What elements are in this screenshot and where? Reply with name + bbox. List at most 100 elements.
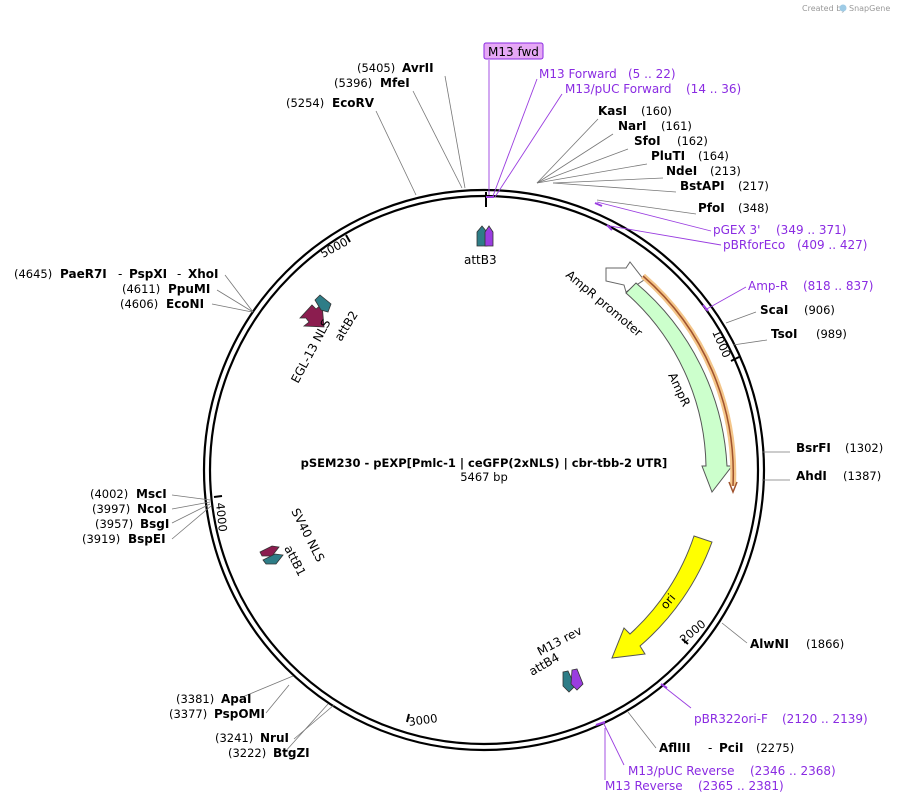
primer-pbrforeco: pBRforEco [723, 238, 785, 252]
enzyme-leader-lines [171, 75, 790, 754]
enzyme-labels: (5405) AvrII (5396) MfeI (5254) EcoRV Ka… [14, 61, 883, 760]
pos-ahdi: (1387) [843, 469, 881, 483]
primer-m13-puc-reverse-range: (2346 .. 2368) [750, 764, 836, 778]
enzyme-afliii: AflIII [659, 741, 691, 755]
pos-apai: (3381) [176, 692, 214, 706]
primer-pgex3-range: (349 .. 371) [776, 223, 846, 237]
enzyme-ncoi: NcoI [137, 502, 167, 516]
pos-mfei: (5396) [334, 76, 372, 90]
pos-pspomi: (3377) [169, 707, 207, 721]
primer-m13-reverse-range: (2365 .. 2381) [698, 779, 784, 793]
primer-leader-lines [488, 60, 747, 780]
enzyme-btgzi: BtgZI [273, 746, 310, 760]
pos-pluti: (164) [698, 149, 729, 163]
primer-m13-puc-forward-range: (14 .. 36) [686, 82, 741, 96]
enzyme-mfei: MfeI [380, 76, 410, 90]
primer-pbr322ori-f: pBR322ori-F [694, 712, 768, 726]
plasmid-length: 5467 bp [460, 470, 508, 484]
attb4-feature [562, 668, 584, 693]
label-m13-rev: M13 rev [535, 623, 584, 658]
pos-ppumi: (4611) [122, 282, 160, 296]
enzyme-sfoi: SfoI [634, 134, 661, 148]
ori-feature [611, 535, 713, 659]
primer-m13-reverse: M13 Reverse [605, 779, 683, 793]
enzyme-bstapi: BstAPI [680, 179, 725, 193]
sv40-nls-feature [259, 545, 284, 565]
primer-m13-puc-reverse: M13/pUC Reverse [628, 764, 735, 778]
enzyme-bspei: BspEI [128, 532, 166, 546]
pos-bsgi: (3957) [95, 517, 133, 531]
enzyme-econi: EcoNI [166, 297, 204, 311]
backbone [202, 188, 766, 752]
primer-pgex3: pGEX 3' [713, 223, 760, 237]
label-egl13-nls: EGL-13 NLS [288, 317, 333, 385]
pos-msci: (4002) [90, 487, 128, 501]
primer-labels: M13 Forward (5 .. 22) M13/pUC Forward (1… [539, 67, 873, 793]
enzyme-msci: MscI [136, 487, 167, 501]
label-attb3: attB3 [464, 253, 497, 267]
egl13-nls-feature [299, 303, 325, 328]
tick-3000: 3000 [407, 711, 438, 729]
credit-prefix: Created by [802, 4, 846, 13]
tick-4000: 4000 [213, 502, 230, 533]
pos-kasi: (160) [641, 104, 672, 118]
tick-1000: 1000 [709, 328, 734, 360]
enzyme-pcii: PciI [719, 741, 744, 755]
pos-sfoi: (162) [677, 134, 708, 148]
enzyme-bsrfi: BsrFI [796, 441, 831, 455]
m13-fwd-primer: M13 fwd [483, 42, 544, 60]
enzyme-pfoi: PfoI [698, 201, 725, 215]
enzyme-nrui: NruI [260, 731, 289, 745]
primer-m13-forward-range: (5 .. 22) [628, 67, 676, 81]
enzyme-separator-2: - [118, 267, 122, 281]
primer-m13-forward: M13 Forward [539, 67, 617, 81]
pos-nari: (161) [661, 119, 692, 133]
plasmid-name: pSEM230 - pEXP[Pmlc-1 | ceGFP(2xNLS) | c… [301, 456, 668, 470]
enzyme-bsgi: BsgI [140, 517, 169, 531]
enzyme-pspomi: PspOMI [214, 707, 265, 721]
enzyme-alwni: AlwNI [750, 637, 789, 651]
pos-bspei: (3919) [82, 532, 120, 546]
pos-nrui: (3241) [215, 731, 253, 745]
snapgene-logo-icon [839, 4, 847, 12]
pos-tsoi: (989) [816, 327, 847, 341]
tick-marks [213, 192, 740, 723]
enzyme-pluti: PluTI [651, 149, 685, 163]
enzyme-tsoi: TsoI [771, 327, 797, 341]
primer-amp-r-range: (818 .. 837) [803, 279, 873, 293]
tick-2000: 2000 [677, 617, 708, 647]
primer-m13-puc-forward: M13/pUC Forward [565, 82, 672, 96]
enzyme-ndei: NdeI [666, 164, 697, 178]
m13-fwd-label: M13 fwd [488, 45, 539, 59]
enzyme-ecorv: EcoRV [332, 96, 375, 110]
primer-pbr322ori-f-range: (2120 .. 2139) [782, 712, 868, 726]
credit-brand: SnapGene [849, 4, 890, 13]
pos-bstapi: (217) [738, 179, 769, 193]
enzyme-nari: NarI [618, 119, 647, 133]
enzyme-apai: ApaI [221, 692, 251, 706]
enzyme-avrii: AvrII [402, 61, 434, 75]
enzyme-scai: ScaI [760, 303, 788, 317]
pos-pfoi: (348) [738, 201, 769, 215]
pos-btgzi: (3222) [228, 746, 266, 760]
enzyme-paer7i: PaeR7I [60, 267, 107, 281]
pos-paer7i: (4645) [14, 267, 52, 281]
enzyme-separator-3: - [177, 267, 181, 281]
pos-ecorv: (5254) [286, 96, 324, 110]
pos-ndei: (213) [710, 164, 741, 178]
pos-econi: (4606) [120, 297, 158, 311]
tick-5000: 5000 [318, 235, 350, 261]
pos-afliii: (2275) [756, 741, 794, 755]
enzyme-ppumi: PpuMI [168, 282, 210, 296]
attb3-feature [476, 225, 494, 247]
primer-pbrforeco-range: (409 .. 427) [797, 238, 867, 252]
label-attb2: attB2 [332, 308, 361, 343]
enzyme-pspxi: PspXI [129, 267, 167, 281]
enzyme-separator: - [708, 741, 712, 755]
label-attb1: attB1 [281, 543, 308, 578]
pos-ncoi: (3997) [92, 502, 130, 516]
enzyme-ahdi: AhdI [796, 469, 827, 483]
attb2-feature [314, 294, 332, 313]
pos-alwni: (1866) [806, 637, 844, 651]
